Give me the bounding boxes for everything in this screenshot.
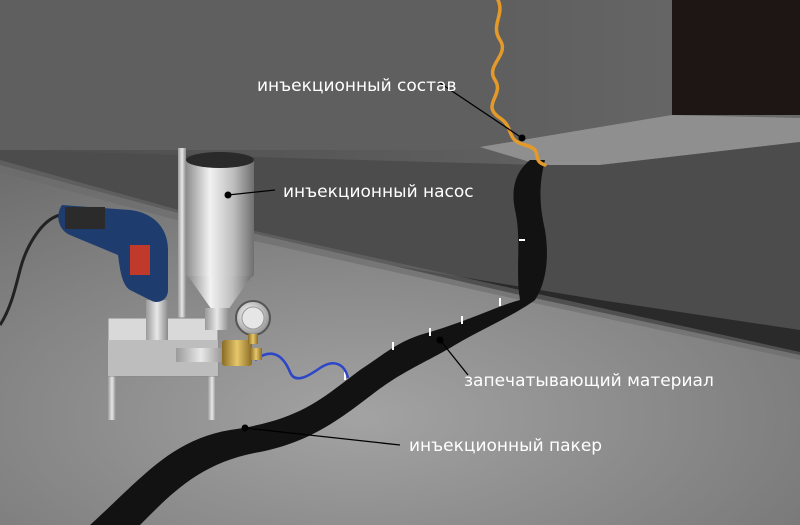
power-cord <box>0 213 61 326</box>
tank-body <box>186 160 254 281</box>
dark-corner <box>672 0 800 115</box>
brass-fitting <box>222 340 252 366</box>
pump-leg-right <box>208 372 216 420</box>
pump-piston <box>146 300 168 340</box>
label-injection-packer: инъекционный пакер <box>409 436 602 456</box>
drill-grip <box>65 207 105 229</box>
leader-sealing <box>439 339 469 376</box>
pump-leg-left <box>108 370 116 420</box>
crack-floor <box>90 300 535 525</box>
blue-hose <box>254 352 350 380</box>
drill-label <box>130 245 150 275</box>
upper-step-block <box>0 0 800 160</box>
tank-top <box>186 152 254 168</box>
leader-dot-sealing <box>436 336 444 344</box>
leader-pump <box>227 189 276 196</box>
label-injection-pump: инъекционный насос <box>283 182 474 202</box>
leader-dot-pump <box>224 191 232 199</box>
leader-dots <box>224 134 526 432</box>
injection-pump <box>58 148 271 420</box>
label-sealing-material: запечатывающий материал <box>464 371 714 391</box>
leader-dot-packer <box>241 424 249 432</box>
packers <box>344 239 525 380</box>
label-injection-compound: инъекционный состав <box>257 76 456 96</box>
drill-body <box>58 205 168 302</box>
tank-funnel <box>188 276 252 310</box>
leader-dot-compound <box>518 134 526 142</box>
leader-lines <box>227 82 523 446</box>
floor-edge <box>0 160 800 360</box>
injection-compound-flow <box>490 0 547 167</box>
crack-wall <box>513 160 547 300</box>
pump-outlet-pipe <box>176 348 226 362</box>
gauge-stem <box>248 334 258 344</box>
pump-handle-rod <box>178 148 186 368</box>
leader-packer <box>244 427 401 446</box>
pressure-gauge-face <box>241 306 265 330</box>
step-top-surface <box>480 115 800 165</box>
tank-neck <box>205 308 229 330</box>
brass-nozzle <box>250 348 262 360</box>
leader-compound <box>439 82 523 139</box>
